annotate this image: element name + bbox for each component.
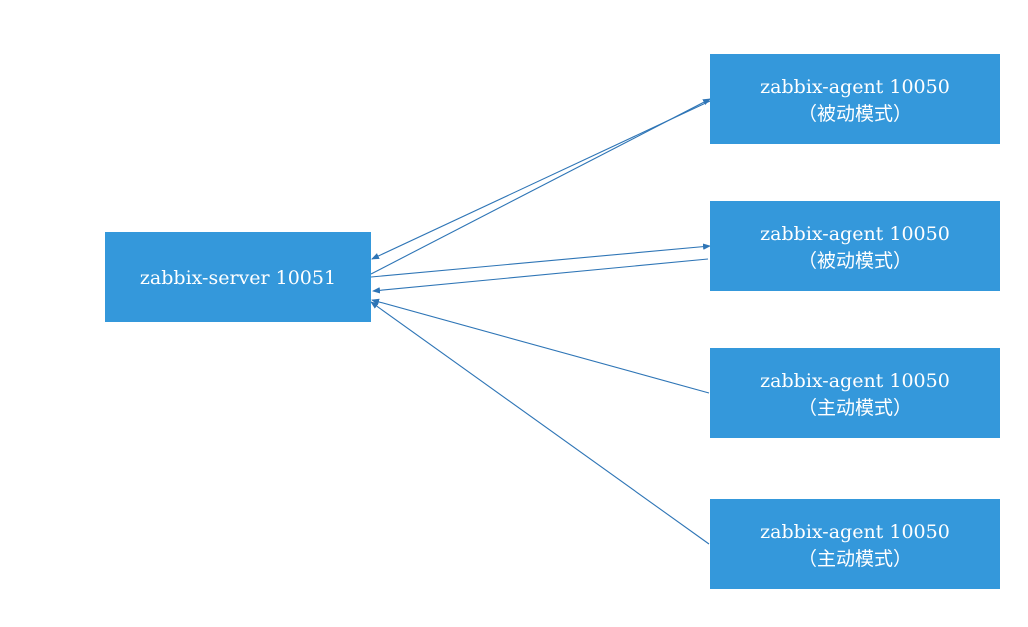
agent-mode-label: （主动模式） bbox=[798, 397, 912, 419]
agent-box bbox=[710, 201, 1000, 291]
agent-node-3: zabbix-agent 10050 （主动模式） bbox=[710, 348, 1000, 438]
edge-agent-3-to-server bbox=[371, 298, 710, 394]
agent-mode-label: （主动模式） bbox=[798, 548, 912, 570]
server-node: zabbix-server 10051 bbox=[105, 232, 371, 322]
agent-node-4: zabbix-agent 10050 （主动模式） bbox=[710, 499, 1000, 589]
agent-label: zabbix-agent 10050 bbox=[760, 521, 950, 543]
agent-label: zabbix-agent 10050 bbox=[760, 76, 950, 98]
agent-label: zabbix-agent 10050 bbox=[760, 370, 950, 392]
agent-mode-label: （被动模式） bbox=[798, 103, 912, 125]
connections bbox=[370, 98, 711, 545]
edge-server-to-agent-2 bbox=[370, 243, 711, 278]
agent-box bbox=[710, 499, 1000, 589]
server-label: zabbix-server 10051 bbox=[140, 267, 336, 289]
edge-agent-4-to-server bbox=[370, 301, 710, 545]
agent-box bbox=[710, 348, 1000, 438]
agent-label: zabbix-agent 10050 bbox=[760, 223, 950, 245]
agent-mode-label: （被动模式） bbox=[798, 250, 912, 272]
server-box bbox=[105, 232, 371, 322]
agent-box bbox=[710, 54, 1000, 144]
agent-node-1: zabbix-agent 10050 （被动模式） bbox=[710, 54, 1000, 144]
edge-agent-2-to-server bbox=[372, 258, 709, 294]
agent-node-2: zabbix-agent 10050 （被动模式） bbox=[710, 201, 1000, 291]
edge-server-to-agent-1 bbox=[370, 98, 711, 275]
edge-agent-1-to-server bbox=[371, 100, 711, 260]
